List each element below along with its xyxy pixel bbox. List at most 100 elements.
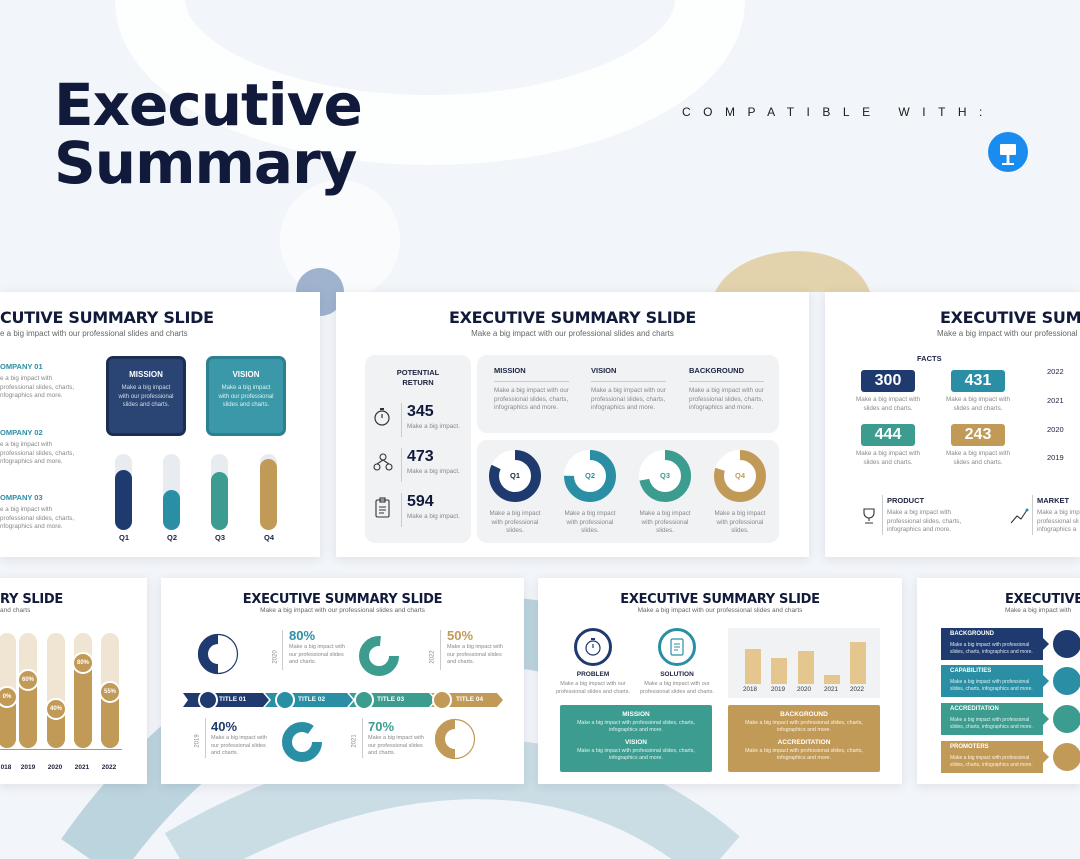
timeline-title: TITLE 01 <box>219 696 247 703</box>
quarter-bar-fill <box>260 459 277 530</box>
fact-item: 243 Make a big impact with slides and ch… <box>943 424 1013 467</box>
accreditation-text: Make a big impact with professional slid… <box>745 748 863 761</box>
percent-text: Make a big impact with our professional … <box>289 644 345 665</box>
quarter-bar-fill <box>211 472 228 530</box>
product-block: PRODUCT Make a big impact with professio… <box>887 496 975 535</box>
slide-title: CUTIVE SUMMARY SLIDE <box>0 308 214 327</box>
product-text: Make a big impact with professional slid… <box>887 509 962 534</box>
background-text: Make a big impact with professional slid… <box>745 720 863 733</box>
potential-return-panel: POTENTIAL RETURN 345 Make a big impact. … <box>365 355 471 543</box>
row-arrow <box>1043 751 1049 763</box>
year-bar-track: 40% <box>45 633 67 748</box>
year-bar-badge: 80% <box>72 652 94 674</box>
slide-potential-return: EXECUTIVE SUMMARY SLIDE Make a big impac… <box>336 292 809 557</box>
network-icon <box>373 452 393 472</box>
quarter-text: Make a big impact with professional slid… <box>489 510 541 535</box>
stat-item: 594 Make a big impact. <box>373 493 469 527</box>
bar-year: 2022 <box>850 686 865 693</box>
timeline-node <box>432 690 452 710</box>
clipboard-icon <box>1051 703 1080 735</box>
fact-item: 300 Make a big impact with slides and ch… <box>853 370 923 413</box>
slide-company-mission: CUTIVE SUMMARY SLIDE e a big impact with… <box>0 292 320 557</box>
stat-value: 473 <box>407 448 434 465</box>
company-name: OMPANY 02 <box>0 428 43 437</box>
company-item: OMPANY 03 e a big impact with profession… <box>0 493 95 532</box>
quarter-ring-label: Q4 <box>734 471 745 480</box>
mission-label: MISSION <box>622 711 650 718</box>
network-icon <box>1051 665 1080 697</box>
quarter-bar-track <box>260 454 277 530</box>
quarter-label: Q3 <box>214 533 225 542</box>
slide-title: RY SLIDE <box>0 592 63 607</box>
stopwatch-icon <box>1051 628 1080 660</box>
fact-text: Make a big impact with slides and charts… <box>945 396 1011 412</box>
year-bar-badge: 40% <box>45 698 67 720</box>
problem-icon <box>574 628 612 666</box>
year-label: 2021 <box>74 764 90 771</box>
mission-label: MISSION <box>129 370 163 379</box>
quarter-text: Make a big impact with professional slid… <box>714 510 766 535</box>
company-item: OMPANY 01 e a big impact with profession… <box>0 362 95 428</box>
column-item: VISION Make a big impact with our profes… <box>591 366 666 413</box>
fact-text: Make a big impact with slides and charts… <box>855 450 921 466</box>
quarter-bar-track <box>211 454 228 530</box>
stat-value: 594 <box>407 493 434 510</box>
year-label: 2019 <box>194 734 201 748</box>
fact-value: 300 <box>861 370 915 392</box>
bar-year: 2019 <box>771 686 786 693</box>
capability-row <box>941 741 1043 773</box>
bar <box>798 651 814 684</box>
column-label: VISION <box>591 366 617 375</box>
mission-text: Make a big impact with professional slid… <box>577 720 695 733</box>
vision-label: VISION <box>232 370 260 379</box>
row-arrow <box>1043 675 1049 687</box>
slide-subtitle: Make a big impact with our professional … <box>637 607 803 614</box>
stat-item: 473 Make a big impact. <box>373 448 469 482</box>
problem-text: Make a big impact with our professional … <box>556 681 630 695</box>
timeline-node <box>354 690 374 710</box>
stopwatch-icon <box>373 407 391 427</box>
vision-text: Make a big impact with professional slid… <box>577 748 695 761</box>
market-label: MARKET <box>1037 496 1070 505</box>
capability-row <box>941 703 1043 735</box>
row-label: BACKGROUND <box>950 631 994 637</box>
capability-row <box>941 628 1043 660</box>
percent-text: Make a big impact with our professional … <box>447 644 503 665</box>
company-text: e a big impact with professional slides,… <box>0 375 75 400</box>
hero-title-line-2: Summary <box>54 129 357 197</box>
quarter-rings-panel: Make a big impact with professional slid… <box>477 440 779 543</box>
quarter-bar-fill <box>163 490 180 530</box>
row-text: Make a big impact with professional slid… <box>950 755 1033 768</box>
column-label: MISSION <box>494 366 526 375</box>
mission-text: Make a big impact with our professional … <box>118 385 174 408</box>
timeline-node <box>275 690 295 710</box>
year-bar-track: 80% <box>72 633 94 748</box>
percent-text: Make a big impact with our professional … <box>368 735 424 756</box>
slide-subtitle: Make a big impact with our professional … <box>260 607 425 614</box>
column-item: BACKGROUND Make a big impact with our pr… <box>689 366 764 413</box>
company-text: e a big impact with professional slides,… <box>0 506 75 531</box>
slide-timeline: EXECUTIVE SUMMARY SLIDE Make a big impac… <box>161 578 524 784</box>
stat-text: Make a big impact. <box>407 468 460 475</box>
row-text: Make a big impact with professional slid… <box>950 679 1033 692</box>
slide-title: EXECUTIVE SUMMARY SLIDE <box>620 592 820 607</box>
company-text: e a big impact with professional slides,… <box>0 441 75 466</box>
percent-value: 50% <box>447 628 474 643</box>
year-label: 2019 <box>1047 453 1064 462</box>
quarter-label: Q2 <box>166 533 177 542</box>
hero-title: Executive Summary <box>54 76 363 197</box>
market-block: MARKET Make a big imp professional sli i… <box>1037 496 1080 535</box>
chart-icon <box>1009 505 1029 530</box>
quarter-ring <box>489 450 541 502</box>
year-label: 018 <box>0 764 12 771</box>
quarter-bar-fill <box>115 470 132 530</box>
row-label: CAPABILITIES <box>950 668 992 674</box>
timeline-title: TITLE 04 <box>456 696 484 703</box>
fact-value: 243 <box>951 424 1005 446</box>
year-bar-track: 60% <box>17 633 39 748</box>
fact-value: 444 <box>861 424 915 446</box>
column-label: BACKGROUND <box>689 366 744 375</box>
document-icon <box>1051 741 1080 773</box>
slide-capabilities: EXECUTIVE Make a big impact with BACKGRO… <box>917 578 1080 784</box>
timeline-node <box>198 690 218 710</box>
